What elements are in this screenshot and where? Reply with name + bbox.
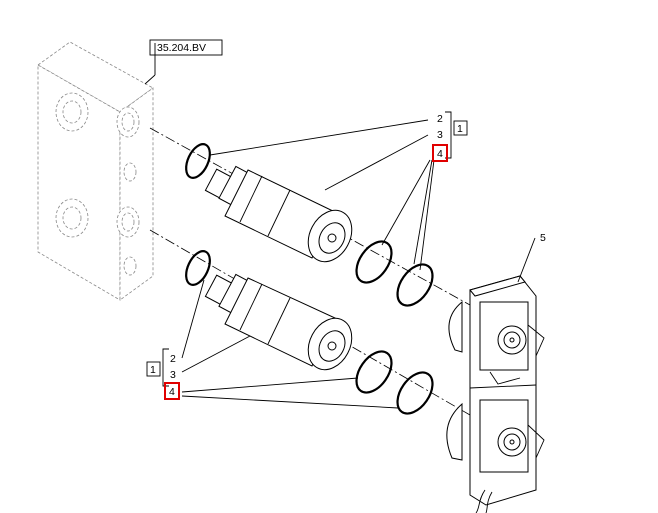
callout-upper-item-2: 2 <box>437 113 443 125</box>
highlight-box-upper-item-4 <box>432 144 448 162</box>
callout-upper-item-4: 4 <box>437 148 443 160</box>
highlight-box-lower-item-4 <box>164 382 180 400</box>
quick-coupler-upper <box>204 165 353 263</box>
leader-lines <box>144 43 536 409</box>
seal-ring-lower-1 <box>355 350 393 394</box>
callout-lower-item-3: 3 <box>170 369 176 381</box>
callout-lower-item-2: 2 <box>170 353 176 365</box>
callout-upper-group-1: 1 <box>457 123 463 135</box>
seal-ring-lower-2 <box>396 371 434 415</box>
callout-lower-group-1: 1 <box>150 364 156 376</box>
seal-ring-upper-2 <box>396 263 434 307</box>
o-ring-lower <box>185 250 211 286</box>
seal-ring-upper-1 <box>355 240 393 284</box>
quick-coupler-lower <box>204 273 353 371</box>
callout-block-ref: 35.204.BV <box>157 42 206 54</box>
o-ring-upper <box>185 143 211 179</box>
callout-bracket-upper <box>445 111 468 159</box>
callout-lower-item-4: 4 <box>169 386 175 398</box>
callout-upper-item-3: 3 <box>437 129 443 141</box>
socket-panel <box>446 275 545 513</box>
valve-block <box>37 41 154 301</box>
callout-item-5: 5 <box>540 232 546 244</box>
